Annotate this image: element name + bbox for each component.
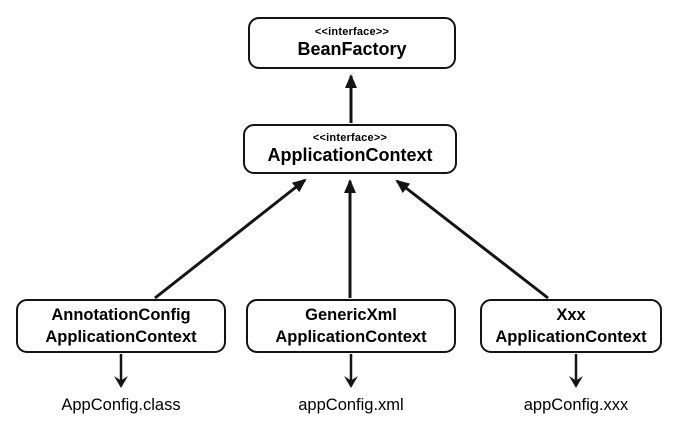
- node-genericxml-applicationcontext: GenericXml ApplicationContext: [246, 299, 456, 353]
- genericxml-name-line2: ApplicationContext: [275, 328, 427, 346]
- arrow-xxx-to-applicationcontext: [395, 179, 549, 300]
- artifact-appconfig-xxx: appConfig.xxx: [523, 396, 629, 414]
- applicationcontext-stereotype: <<interface>>: [312, 132, 388, 145]
- genericxml-name-line1: GenericXml: [305, 305, 397, 324]
- xxx-name-line1: Xxx: [556, 305, 586, 324]
- node-annotationconfig-applicationcontext: AnnotationConfig ApplicationContext: [16, 299, 226, 353]
- applicationcontext-name: ApplicationContext: [267, 144, 433, 165]
- node-xxx-applicationcontext: Xxx ApplicationContext: [480, 299, 662, 353]
- xxx-name-line2: ApplicationContext: [495, 328, 647, 346]
- arrow-annotationconfig-to-applicationcontext: [154, 178, 307, 300]
- artifact-appconfig-class: AppConfig.class: [61, 396, 181, 414]
- beanfactory-name: BeanFactory: [297, 38, 407, 59]
- node-applicationcontext: <<interface>> ApplicationContext: [243, 124, 457, 174]
- annotationconfig-name-line2: ApplicationContext: [45, 328, 197, 346]
- beanfactory-stereotype: <<interface>>: [314, 26, 390, 39]
- annotationconfig-name-line1: AnnotationConfig: [51, 305, 191, 324]
- node-beanfactory: <<interface>> BeanFactory: [248, 17, 456, 69]
- artifact-appconfig-xml: appConfig.xml: [298, 396, 404, 414]
